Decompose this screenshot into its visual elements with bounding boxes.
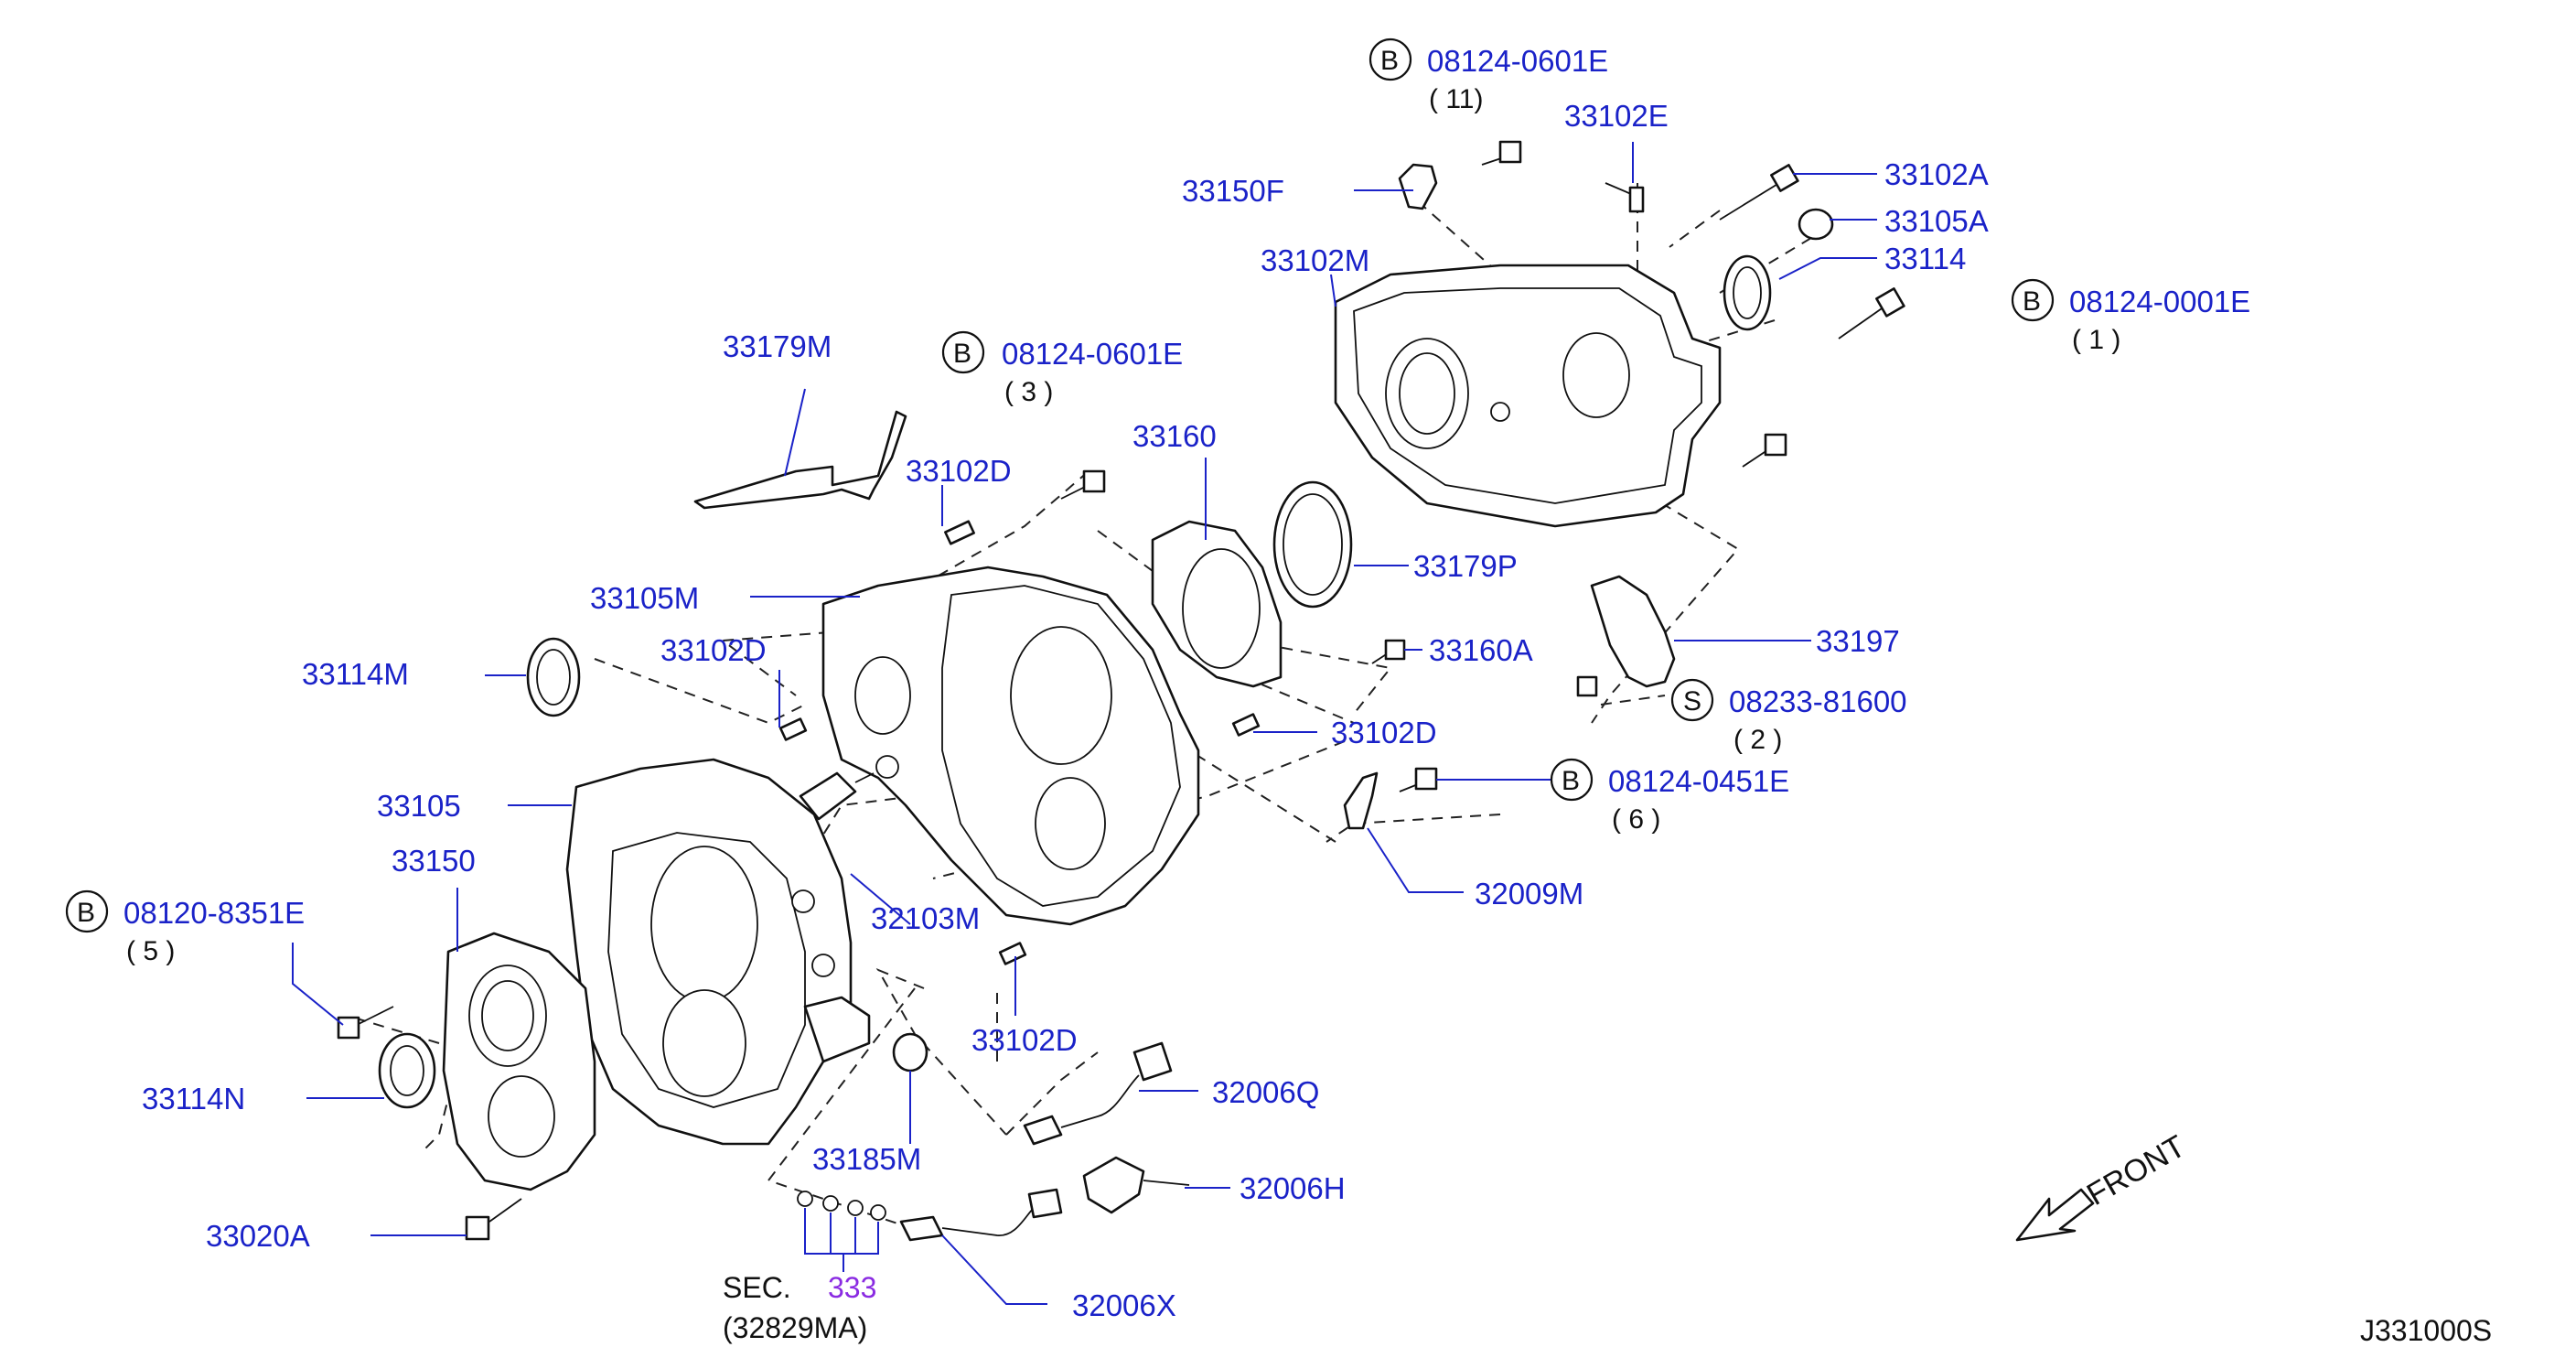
sec-333-parts	[797, 1191, 886, 1272]
label-32009M[interactable]: 32009M	[1475, 877, 1583, 911]
front-case-33105[interactable]	[565, 758, 871, 1146]
label-33185M[interactable]: 33185M	[812, 1142, 921, 1176]
transmission-case-33105M[interactable]	[821, 566, 1200, 926]
part-labels: 33150F 33102E 33102A 33105A 33114 33102M…	[142, 99, 1989, 1322]
front-arrow: FRONT	[2015, 1128, 2191, 1242]
bolt-08120-8351E[interactable]	[337, 1006, 394, 1040]
svg-text:S: S	[1683, 686, 1701, 717]
svg-text:( 5 ): ( 5 )	[126, 936, 175, 966]
bolt-ref-b4[interactable]: B 08124-0451E ( 6 )	[1550, 758, 1789, 835]
bolt-33020A[interactable]	[465, 1198, 522, 1241]
svg-text:( 3 ): ( 3 )	[1004, 377, 1053, 407]
bolt-ref-b5[interactable]: B 08120-8351E ( 5 )	[65, 889, 305, 966]
label-33102D-4[interactable]: 33102D	[971, 1023, 1078, 1057]
gasket-33160[interactable]	[1151, 520, 1283, 688]
label-33160[interactable]: 33160	[1132, 419, 1217, 453]
label-33102E[interactable]: 33102E	[1564, 99, 1669, 133]
label-32006H[interactable]: 32006H	[1240, 1171, 1346, 1205]
switch-32103M[interactable]	[799, 771, 875, 821]
label-33197[interactable]: 33197	[1816, 624, 1900, 658]
label-32006Q[interactable]: 32006Q	[1212, 1075, 1319, 1109]
label-33114N[interactable]: 33114N	[142, 1082, 245, 1116]
svg-text:08120-8351E: 08120-8351E	[123, 896, 305, 930]
oil-seal-33114N[interactable]	[378, 1032, 436, 1109]
dowel-33102D-a[interactable]	[944, 520, 975, 545]
dowel-33102D-b[interactable]	[778, 717, 808, 741]
svg-text:( 2 ): ( 2 )	[1733, 725, 1782, 755]
label-33020A[interactable]: 33020A	[206, 1219, 310, 1253]
adapter-plate-33150[interactable]	[442, 932, 596, 1191]
label-32103M[interactable]: 32103M	[871, 901, 980, 935]
plug-33105A[interactable]	[1798, 208, 1834, 241]
bracket-33197[interactable]	[1590, 575, 1676, 688]
bolt-08233-81600[interactable]	[1576, 675, 1598, 697]
oil-seal-33114M[interactable]	[526, 637, 581, 717]
bolt-08124-0001E[interactable]	[1838, 287, 1905, 340]
label-33102M[interactable]: 33102M	[1261, 243, 1369, 277]
front-label: FRONT	[2081, 1128, 2191, 1212]
svg-text:08124-0601E: 08124-0601E	[1002, 337, 1183, 371]
diagram-ref-code: J331000S	[2360, 1314, 2492, 1347]
sec-333-link[interactable]: 333	[828, 1271, 876, 1304]
sensor-32006Q[interactable]	[1023, 1041, 1173, 1146]
bolt-08124-0451E[interactable]	[1399, 767, 1438, 792]
svg-text:( 11): ( 11)	[1429, 84, 1483, 114]
svg-text:08233-81600: 08233-81600	[1729, 684, 1907, 718]
bushing-33185M[interactable]	[892, 1032, 928, 1072]
breather-33150F[interactable]	[1398, 163, 1438, 210]
label-33179P[interactable]: 33179P	[1413, 549, 1518, 583]
section-reference: SEC. 333 (32829MA)	[723, 1271, 876, 1344]
dowel-33102D-c[interactable]	[1231, 713, 1261, 737]
label-33102D-1[interactable]: 33102D	[906, 454, 1012, 488]
label-33102D-2[interactable]: 33102D	[660, 633, 767, 667]
front-arrow-icon	[2015, 1188, 2095, 1242]
bolt-08124-0601E-top[interactable]	[1481, 140, 1522, 166]
svg-text:B: B	[953, 339, 971, 369]
bolt-ref-s1[interactable]: S 08233-81600 ( 2 )	[1670, 678, 1907, 755]
seal-ring-33179P[interactable]	[1272, 480, 1353, 609]
label-33160A[interactable]: 33160A	[1429, 633, 1533, 667]
dowel-33102E[interactable]	[1605, 182, 1645, 213]
svg-text:B: B	[77, 898, 95, 928]
svg-text:08124-0001E: 08124-0001E	[2069, 285, 2250, 318]
bolt-33102A[interactable]	[1719, 164, 1799, 221]
label-33179M[interactable]: 33179M	[723, 329, 832, 363]
bracket-32009M[interactable]	[1343, 771, 1379, 830]
label-33105M[interactable]: 33105M	[590, 581, 699, 615]
label-33105[interactable]: 33105	[377, 789, 461, 823]
leader-lines	[292, 142, 1877, 1305]
dowel-33102D-d[interactable]	[998, 942, 1027, 965]
bolt-ref-b3[interactable]: B 08124-0001E ( 1 )	[2011, 278, 2250, 355]
svg-text:B: B	[2023, 286, 2041, 317]
svg-text:( 1 ): ( 1 )	[2072, 325, 2120, 355]
sec-sub: (32829MA)	[723, 1311, 867, 1344]
oil-seal-33114[interactable]	[1723, 254, 1772, 331]
bolt-rear-lower[interactable]	[1742, 433, 1787, 468]
shift-rail-33179M[interactable]	[693, 410, 907, 510]
label-33105A[interactable]: 33105A	[1884, 204, 1989, 238]
label-33102D-3[interactable]: 33102D	[1331, 716, 1437, 749]
svg-text:08124-0451E: 08124-0451E	[1608, 764, 1789, 798]
bolt-08124-0601E-mid[interactable]	[1060, 469, 1106, 500]
svg-text:B: B	[1380, 46, 1399, 76]
sensor-32006X[interactable]	[899, 1188, 1063, 1242]
label-33114[interactable]: 33114	[1884, 242, 1966, 275]
label-33150F[interactable]: 33150F	[1182, 174, 1284, 208]
sensor-32006H[interactable]	[1082, 1156, 1190, 1214]
svg-text:( 6 ): ( 6 )	[1612, 804, 1660, 835]
bolt-ref-b1[interactable]: B 08124-0601E ( 11)	[1368, 38, 1608, 114]
label-33102A[interactable]: 33102A	[1884, 157, 1989, 191]
bolt-ref-b2[interactable]: B 08124-0601E ( 3 )	[941, 330, 1183, 407]
extension-housing-33102M[interactable]	[1334, 264, 1722, 528]
bolt-33160A[interactable]	[1371, 639, 1406, 664]
label-33150[interactable]: 33150	[392, 844, 476, 878]
svg-text:B: B	[1562, 766, 1580, 796]
sec-prefix: SEC.	[723, 1271, 791, 1304]
svg-text:08124-0601E: 08124-0601E	[1427, 44, 1608, 78]
label-32006X[interactable]: 32006X	[1072, 1288, 1176, 1322]
label-33114M[interactable]: 33114M	[302, 657, 409, 691]
